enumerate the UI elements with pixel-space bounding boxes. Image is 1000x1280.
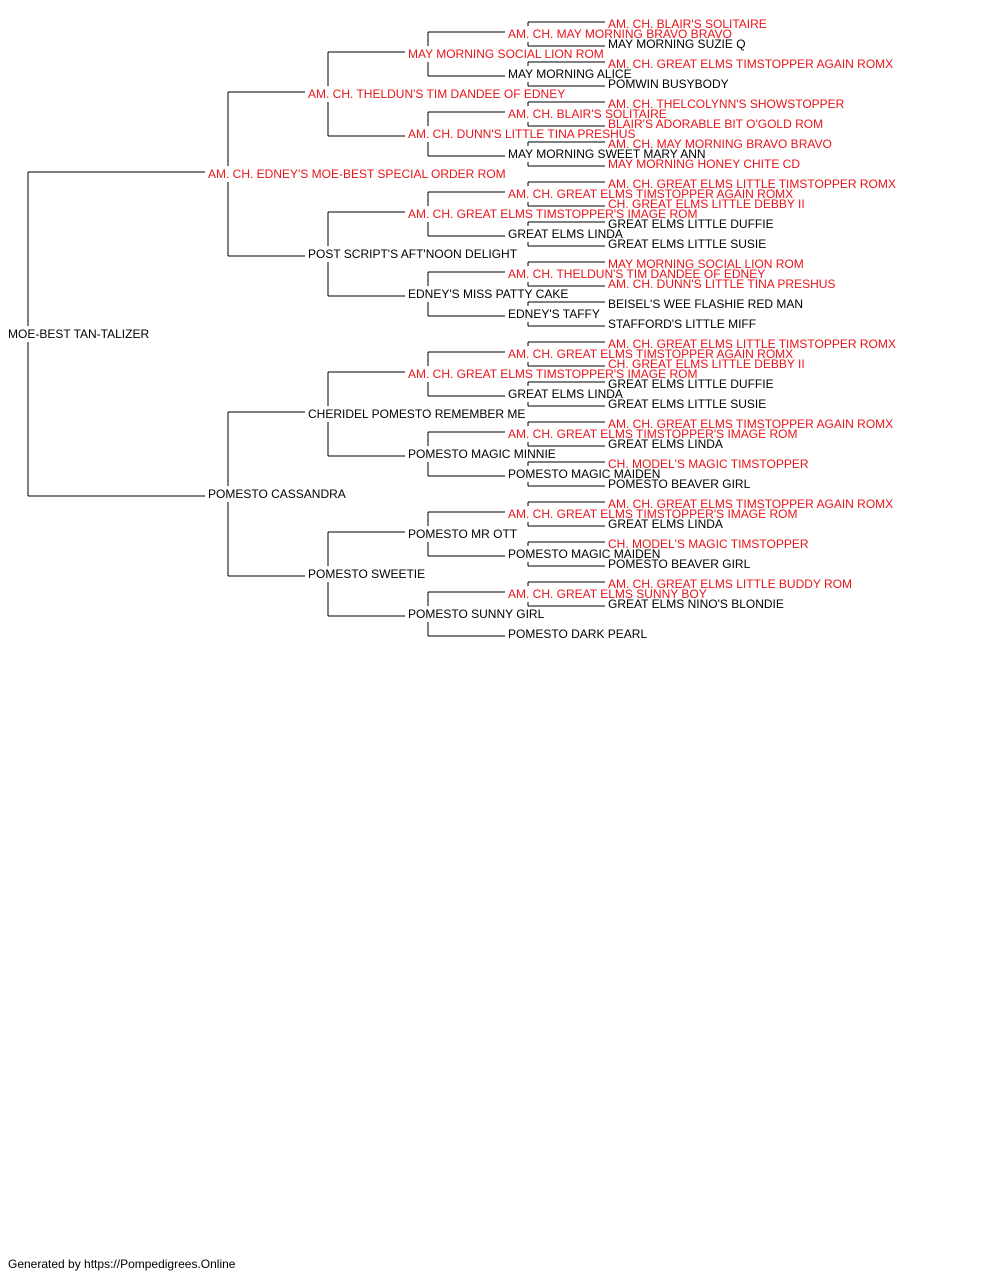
dog-name-gen4: GREAT ELMS LINDA <box>508 227 623 241</box>
footer-credit: Generated by https://Pompedigrees.Online <box>8 1257 236 1271</box>
dog-name-gen5: AM. CH. MAY MORNING BRAVO BRAVO <box>608 137 832 151</box>
dog-name-gen4: AM. CH. GREAT ELMS TIMSTOPPER AGAIN ROMX <box>508 347 793 361</box>
dog-name-gen4: AM. CH. MAY MORNING BRAVO BRAVO <box>508 27 732 41</box>
dog-name-gen2: POMESTO SWEETIE <box>308 567 425 581</box>
dog-name-gen5: AM. CH. THELCOLYNN'S SHOWSTOPPER <box>608 97 845 111</box>
dog-name-gen5: MAY MORNING HONEY CHITE CD <box>608 157 800 171</box>
dog-name-gen5: GREAT ELMS LITTLE SUSIE <box>608 237 766 251</box>
dog-name-gen5: GREAT ELMS LITTLE DUFFIE <box>608 377 774 391</box>
dog-name-gen5: GREAT ELMS LITTLE DUFFIE <box>608 217 774 231</box>
dog-name-gen5: POMWIN BUSYBODY <box>608 77 729 91</box>
dog-name-gen5: AM. CH. GREAT ELMS LITTLE BUDDY ROM <box>608 577 852 591</box>
dog-name-gen5: GREAT ELMS LINDA <box>608 437 723 451</box>
dog-name-gen5: STAFFORD'S LITTLE MIFF <box>608 317 756 331</box>
dog-name-gen1: POMESTO CASSANDRA <box>208 487 346 501</box>
dog-name-gen3: AM. CH. GREAT ELMS TIMSTOPPER'S IMAGE RO… <box>408 207 697 221</box>
dog-name-gen4: POMESTO MAGIC MAIDEN <box>508 467 660 481</box>
dog-name-gen5: BEISEL'S WEE FLASHIE RED MAN <box>608 297 803 311</box>
dog-name-gen5: CH. GREAT ELMS LITTLE DEBBY II <box>608 197 805 211</box>
dog-name-gen5: MAY MORNING SUZIE Q <box>608 37 746 51</box>
dog-name-gen5: MAY MORNING SOCIAL LION ROM <box>608 257 804 271</box>
dog-name-gen5: CH. GREAT ELMS LITTLE DEBBY II <box>608 357 805 371</box>
dog-name-gen5: AM. CH. GREAT ELMS TIMSTOPPER AGAIN ROMX <box>608 57 893 71</box>
dog-name-gen3: MAY MORNING SOCIAL LION ROM <box>408 47 604 61</box>
dog-name-gen4: AM. CH. GREAT ELMS SUNNY BOY <box>508 587 707 601</box>
dog-name-gen3: POMESTO MAGIC MINNIE <box>408 447 556 461</box>
dog-name-subject: MOE-BEST TAN-TALIZER <box>8 327 149 341</box>
dog-name-gen4: POMESTO DARK PEARL <box>508 627 647 641</box>
dog-name-gen4: AM. CH. GREAT ELMS TIMSTOPPER AGAIN ROMX <box>508 187 793 201</box>
dog-name-gen5: AM. CH. GREAT ELMS TIMSTOPPER AGAIN ROMX <box>608 417 893 431</box>
dog-name-gen4: AM. CH. THELDUN'S TIM DANDEE OF EDNEY <box>508 267 765 281</box>
dog-name-gen5: AM. CH. GREAT ELMS TIMSTOPPER AGAIN ROMX <box>608 497 893 511</box>
dog-name-gen5: GREAT ELMS LITTLE SUSIE <box>608 397 766 411</box>
dog-name-gen4: AM. CH. GREAT ELMS TIMSTOPPER'S IMAGE RO… <box>508 507 797 521</box>
dog-name-gen2: AM. CH. THELDUN'S TIM DANDEE OF EDNEY <box>308 87 565 101</box>
dog-name-gen4: EDNEY'S TAFFY <box>508 307 600 321</box>
dog-name-gen3: EDNEY'S MISS PATTY CAKE <box>408 287 568 301</box>
dog-name-gen1: AM. CH. EDNEY'S MOE-BEST SPECIAL ORDER R… <box>208 167 506 181</box>
dog-name-gen5: BLAIR'S ADORABLE BIT O'GOLD ROM <box>608 117 823 131</box>
dog-name-gen3: POMESTO SUNNY GIRL <box>408 607 545 621</box>
dog-name-gen4: MAY MORNING ALICE <box>508 67 632 81</box>
dog-name-gen3: AM. CH. DUNN'S LITTLE TINA PRESHUS <box>408 127 635 141</box>
dog-name-gen5: CH. MODEL'S MAGIC TIMSTOPPER <box>608 457 809 471</box>
dog-name-gen3: POMESTO MR OTT <box>408 527 518 541</box>
dog-name-gen5: AM. CH. GREAT ELMS LITTLE TIMSTOPPER ROM… <box>608 177 896 191</box>
dog-name-gen5: AM. CH. BLAIR'S SOLITAIRE <box>608 17 767 31</box>
dog-name-gen5: POMESTO BEAVER GIRL <box>608 477 751 491</box>
dog-name-gen3: AM. CH. GREAT ELMS TIMSTOPPER'S IMAGE RO… <box>408 367 697 381</box>
dog-name-gen5: AM. CH. DUNN'S LITTLE TINA PRESHUS <box>608 277 835 291</box>
dog-name-gen5: AM. CH. GREAT ELMS LITTLE TIMSTOPPER ROM… <box>608 337 896 351</box>
dog-name-gen5: CH. MODEL'S MAGIC TIMSTOPPER <box>608 537 809 551</box>
dog-name-gen2: POST SCRIPT'S AFT'NOON DELIGHT <box>308 247 518 261</box>
dog-name-gen5: POMESTO BEAVER GIRL <box>608 557 751 571</box>
dog-name-gen5: GREAT ELMS NINO'S BLONDIE <box>608 597 784 611</box>
dog-name-gen4: POMESTO MAGIC MAIDEN <box>508 547 660 561</box>
dog-name-gen4: GREAT ELMS LINDA <box>508 387 623 401</box>
dog-name-gen4: AM. CH. BLAIR'S SOLITAIRE <box>508 107 667 121</box>
dog-name-gen4: AM. CH. GREAT ELMS TIMSTOPPER'S IMAGE RO… <box>508 427 797 441</box>
dog-name-gen4: MAY MORNING SWEET MARY ANN <box>508 147 706 161</box>
dog-name-gen5: GREAT ELMS LINDA <box>608 517 723 531</box>
dog-name-gen2: CHERIDEL POMESTO REMEMBER ME <box>308 407 525 421</box>
